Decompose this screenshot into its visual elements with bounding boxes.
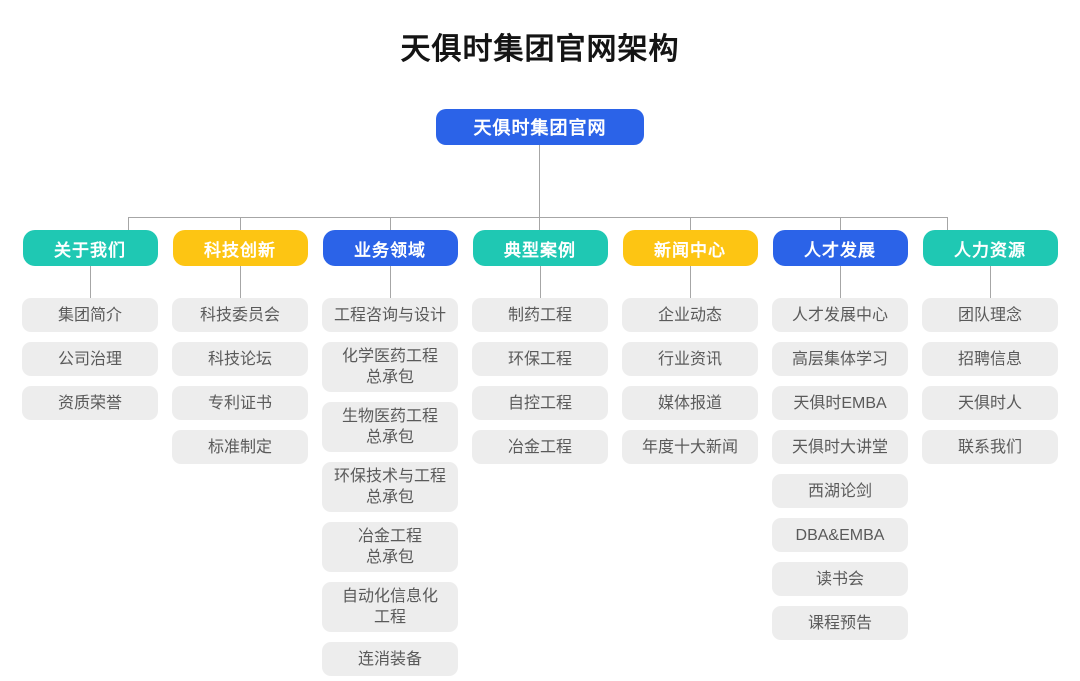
tree-node: 联系我们 xyxy=(922,430,1058,464)
tree-node: 冶金工程 总承包 xyxy=(322,522,458,572)
tree-node: 媒体报道 xyxy=(622,386,758,420)
connector-neck xyxy=(539,266,541,298)
tree-node: 课程预告 xyxy=(772,606,908,640)
tree-node: 专利证书 xyxy=(172,386,308,420)
tree-node: 集团简介 xyxy=(22,298,158,332)
tree-node: DBA&EMBA xyxy=(772,518,908,552)
section-business-areas: 业务领域 工程咨询与设计 化学医药工程 总承包 生物医药工程 总承包 环保技术与… xyxy=(315,230,465,681)
tree-node: 行业资讯 xyxy=(622,342,758,376)
tree-node: 环保工程 xyxy=(472,342,608,376)
connector-neck xyxy=(839,266,841,298)
tree-node: 化学医药工程 总承包 xyxy=(322,342,458,392)
tree-node: 科技委员会 xyxy=(172,298,308,332)
root-node: 天俱时集团官网 xyxy=(436,109,644,145)
section-header: 新闻中心 xyxy=(622,230,758,266)
section-header: 人力资源 xyxy=(922,230,1058,266)
tree-node: 读书会 xyxy=(772,562,908,596)
connector-root-vertical xyxy=(539,145,540,230)
tree-node: 天俱时大讲堂 xyxy=(772,430,908,464)
tree-node: 天俱时人 xyxy=(922,386,1058,420)
connector-neck xyxy=(239,266,241,298)
tree-node: 天俱时EMBA xyxy=(772,386,908,420)
section-tech-innovation: 科技创新 科技委员会 科技论坛 专利证书 标准制定 xyxy=(165,230,315,681)
tree-node: 冶金工程 xyxy=(472,430,608,464)
section-header: 人才发展 xyxy=(772,230,908,266)
tree-node: 公司治理 xyxy=(22,342,158,376)
section-header: 典型案例 xyxy=(472,230,608,266)
tree-node: 制药工程 xyxy=(472,298,608,332)
connector-stub-5 xyxy=(690,217,691,230)
tree-node: 团队理念 xyxy=(922,298,1058,332)
connector-neck xyxy=(389,266,391,298)
tree-node: 招聘信息 xyxy=(922,342,1058,376)
sections-row: 关于我们 集团简介 公司治理 资质荣誉 科技创新 科技委员会 科技论坛 专利证书… xyxy=(15,230,1065,681)
section-typical-cases: 典型案例 制药工程 环保工程 自控工程 冶金工程 xyxy=(465,230,615,681)
connector-stub-3 xyxy=(390,217,391,230)
tree-node: 自控工程 xyxy=(472,386,608,420)
tree-node: 连消装备 xyxy=(322,642,458,676)
section-header: 关于我们 xyxy=(22,230,158,266)
connector-neck xyxy=(989,266,991,298)
tree-node: 高层集体学习 xyxy=(772,342,908,376)
tree-node: 生物医药工程 总承包 xyxy=(322,402,458,452)
connector-neck xyxy=(89,266,91,298)
tree-node: 资质荣誉 xyxy=(22,386,158,420)
connector-stub-2 xyxy=(240,217,241,230)
tree-node: 工程咨询与设计 xyxy=(322,298,458,332)
section-header: 科技创新 xyxy=(172,230,308,266)
section-news-center: 新闻中心 企业动态 行业资讯 媒体报道 年度十大新闻 xyxy=(615,230,765,681)
tree-node: 年度十大新闻 xyxy=(622,430,758,464)
tree-node: 标准制定 xyxy=(172,430,308,464)
tree-node: 环保技术与工程 总承包 xyxy=(322,462,458,512)
tree-node: 科技论坛 xyxy=(172,342,308,376)
section-header: 业务领域 xyxy=(322,230,458,266)
tree-node: 企业动态 xyxy=(622,298,758,332)
section-human-resources: 人力资源 团队理念 招聘信息 天俱时人 联系我们 xyxy=(915,230,1065,681)
page-title: 天俱时集团官网架构 xyxy=(400,33,680,66)
connector-stub-6 xyxy=(840,217,841,230)
section-talent-development: 人才发展 人才发展中心 高层集体学习 天俱时EMBA 天俱时大讲堂 西湖论剑 D… xyxy=(765,230,915,681)
connector-stub-7 xyxy=(947,217,948,230)
connector-neck xyxy=(689,266,691,298)
connector-bus-horizontal xyxy=(128,217,947,218)
connector-stub-1 xyxy=(128,217,129,230)
tree-node: 西湖论剑 xyxy=(772,474,908,508)
tree-node: 自动化信息化 工程 xyxy=(322,582,458,632)
tree-node: 人才发展中心 xyxy=(772,298,908,332)
section-about: 关于我们 集团简介 公司治理 资质荣誉 xyxy=(15,230,165,681)
